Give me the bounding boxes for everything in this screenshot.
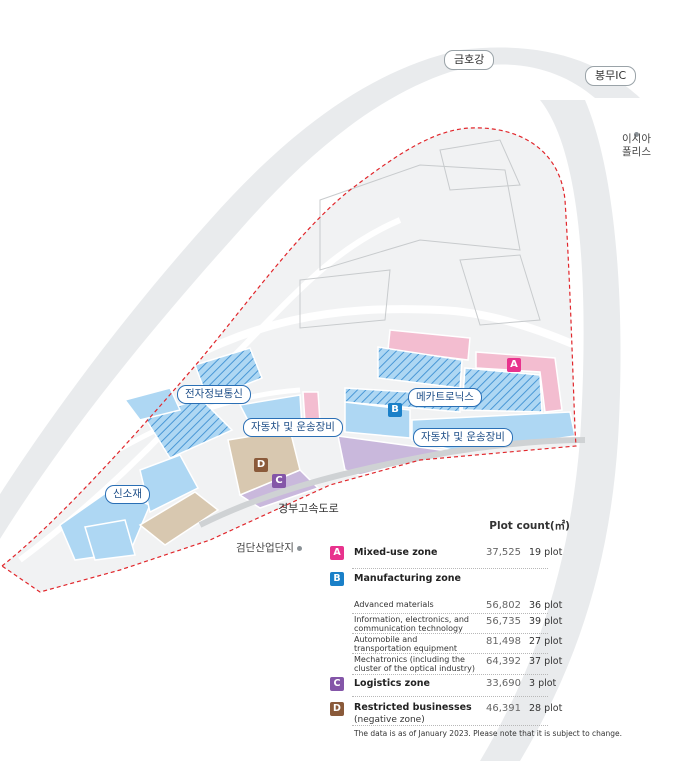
zone-label-mechatronics: 메카트로닉스 [408, 388, 482, 407]
blue-square-icon: B [330, 572, 344, 586]
mfg-parcel-w [123, 387, 182, 421]
logistics-parcel-1 [337, 435, 456, 476]
expressway-label: 경부고속도로 [278, 502, 339, 515]
industrial-complex-marker-icon [297, 545, 303, 551]
zone-badge-d: D [254, 458, 268, 472]
industrial-complex-label: 검단산업단지 [236, 540, 303, 555]
purple-square-icon: C [330, 677, 344, 691]
zone-label-auto-left: 자동차 및 운송장비 [243, 418, 343, 437]
zone-label-auto-right: 자동차 및 운송장비 [413, 428, 513, 447]
zone-label-materials: 신소재 [105, 485, 150, 504]
zone-label-electronics: 전자정보통신 [177, 385, 251, 404]
interchange-label: 봉무IC [585, 66, 637, 86]
zone-badge-b: B [388, 403, 402, 417]
apartments-label: 이시아 폴리스 [622, 133, 651, 158]
river-label: 금호강 [444, 50, 495, 70]
expressway-line [198, 437, 586, 528]
apartments-marker-icon [634, 124, 639, 143]
legend-note: The data is as of January 2023. Please n… [354, 729, 623, 738]
site-boundary [1, 127, 577, 593]
pink-square-icon: A [330, 546, 344, 560]
zone-badge-a: A [507, 358, 521, 372]
materials-parcel-2 [84, 519, 136, 561]
brown-square-icon: D [330, 702, 344, 716]
river-band [0, 47, 640, 539]
legend-header: Plot count(㎡) [489, 520, 570, 532]
river-east [480, 100, 621, 761]
restricted-parcel-2 [138, 491, 220, 546]
zone-badge-c: C [272, 474, 286, 488]
mixed-use-parcel-2 [475, 351, 563, 413]
